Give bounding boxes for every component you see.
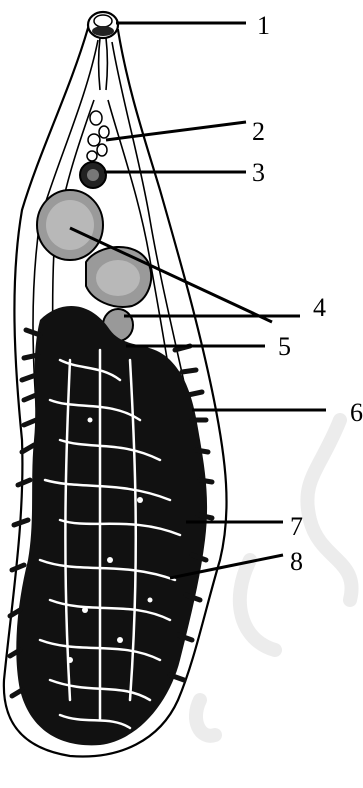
label-7: 7: [290, 512, 303, 541]
label-4: 4: [313, 293, 326, 322]
label-3: 3: [252, 158, 265, 187]
oral-sucker: [88, 12, 118, 38]
testis-anterior: [37, 190, 103, 260]
label-6: 6: [350, 398, 363, 427]
vitellaria: [10, 306, 212, 745]
label-5: 5: [278, 332, 291, 361]
ventral-sucker: [80, 162, 106, 188]
testis-posterior: [86, 247, 151, 307]
label-1: 1: [257, 11, 270, 40]
label-8: 8: [290, 547, 303, 576]
label-2: 2: [252, 117, 265, 146]
